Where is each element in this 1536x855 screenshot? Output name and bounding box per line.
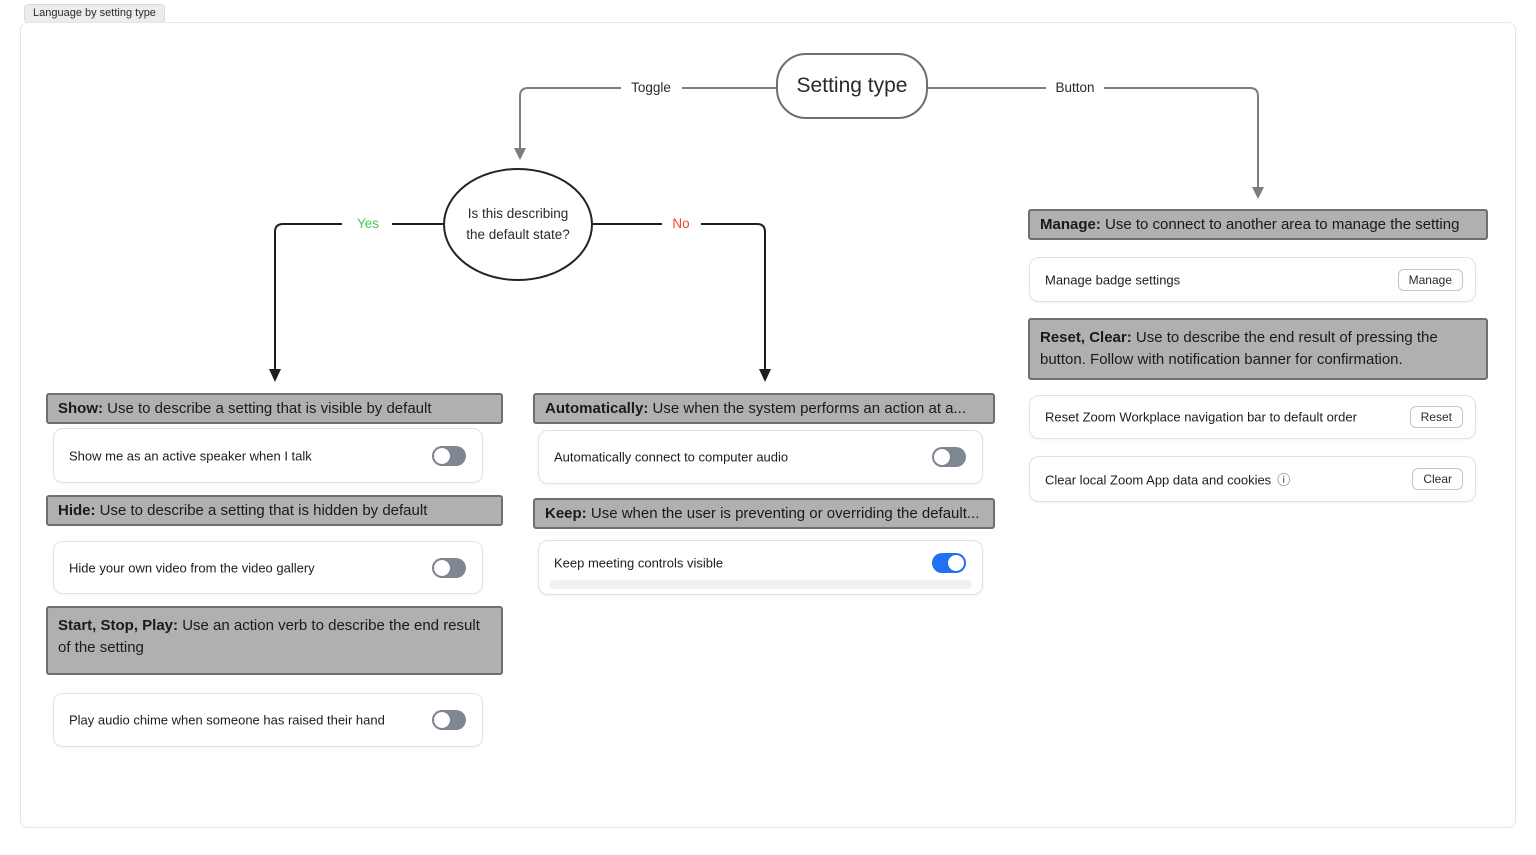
toggle-knob [434,712,450,728]
reset-button[interactable]: Reset [1409,406,1463,428]
toggle-knob [948,555,964,572]
branch-label-yes: Yes [356,216,380,231]
toggle-knob [434,559,450,576]
branch-label-toggle: Toggle [631,80,671,95]
card-show-setting: Show me as an active speaker when I talk [53,428,483,483]
partially-hidden-row [549,580,972,589]
card-keep-setting: Keep meeting controls visible [538,540,983,595]
setting-label: Manage badge settings [1045,272,1181,287]
card-hide-setting: Hide your own video from the video galle… [53,541,483,594]
setting-label: Automatically connect to computer audio [554,449,789,465]
toggle-keep-controls-visible[interactable] [932,553,966,574]
clear-button[interactable]: Clear [1412,468,1463,490]
header-automatically-keyword: Automatically: [545,400,649,417]
setting-label-text: Clear local Zoom App data and cookies [1045,472,1272,488]
manage-button[interactable]: Manage [1397,268,1463,291]
header-start-stop-play-text: Use an action verb to describe the end r… [58,617,480,656]
toggle-auto-connect-audio[interactable] [932,447,966,467]
branch-label-no: No [672,216,690,231]
header-keep-keyword: Keep: [545,505,587,522]
setting-label: Play audio chime when someone has raised… [69,712,385,728]
setting-label: Reset Zoom Workplace navigation bar to d… [1045,409,1357,425]
card-reset-setting: Reset Zoom Workplace navigation bar to d… [1029,395,1476,439]
header-start-stop-play-keyword: Start, Stop, Play: [58,617,179,634]
setting-label: Clear local Zoom App data and cookies ⓘ [1045,470,1290,489]
header-reset-clear-keyword: Reset, Clear: [1040,329,1132,346]
header-show-keyword: Show: [58,400,103,417]
header-reset-clear: Reset, Clear: Use to describe the end re… [1028,318,1488,380]
toggle-show-active-speaker[interactable] [432,445,466,466]
toggle-knob [934,449,950,465]
header-hide-text: Use to describe a setting that is hidden… [95,502,428,519]
header-manage: Manage: Use to connect to another area t… [1028,209,1488,240]
header-hide-keyword: Hide: [58,502,96,519]
header-show-text: Use to describe a setting that is visibl… [103,400,432,417]
setting-label: Keep meeting controls visible [554,555,724,571]
header-show: Show: Use to describe a setting that is … [46,393,503,424]
card-clear-setting: Clear local Zoom App data and cookies ⓘ C… [1029,456,1476,502]
header-manage-keyword: Manage: [1040,216,1101,233]
decision-question: Is this describing the default state? [466,205,570,242]
card-manage-setting: Manage badge settings Manage [1029,257,1476,302]
header-keep-text: Use when the user is preventing or overr… [586,505,980,522]
info-icon[interactable]: ⓘ [1277,472,1291,488]
toggle-play-audio-chime[interactable] [432,710,466,730]
header-automatically-text: Use when the system performs an action a… [648,400,967,417]
header-manage-text: Use to connect to another area to manage… [1100,216,1460,233]
decision-node: Is this describing the default state? [443,168,593,281]
diagram-title-badge: Language by setting type [24,4,165,23]
toggle-knob [434,447,450,464]
header-start-stop-play: Start, Stop, Play: Use an action verb to… [46,606,503,675]
branch-label-button: Button [1055,80,1095,95]
card-automatically-setting: Automatically connect to computer audio [538,430,983,484]
header-hide: Hide: Use to describe a setting that is … [46,495,503,526]
setting-type-node: Setting type [776,53,928,119]
toggle-hide-own-video[interactable] [432,557,466,578]
header-automatically: Automatically: Use when the system perfo… [533,393,995,424]
header-keep: Keep: Use when the user is preventing or… [533,498,995,529]
setting-label: Hide your own video from the video galle… [69,560,315,575]
setting-label: Show me as an active speaker when I talk [69,448,312,463]
card-play-setting: Play audio chime when someone has raised… [53,693,483,747]
header-reset-clear-text: Use to describe the end result of pressi… [1040,329,1438,368]
